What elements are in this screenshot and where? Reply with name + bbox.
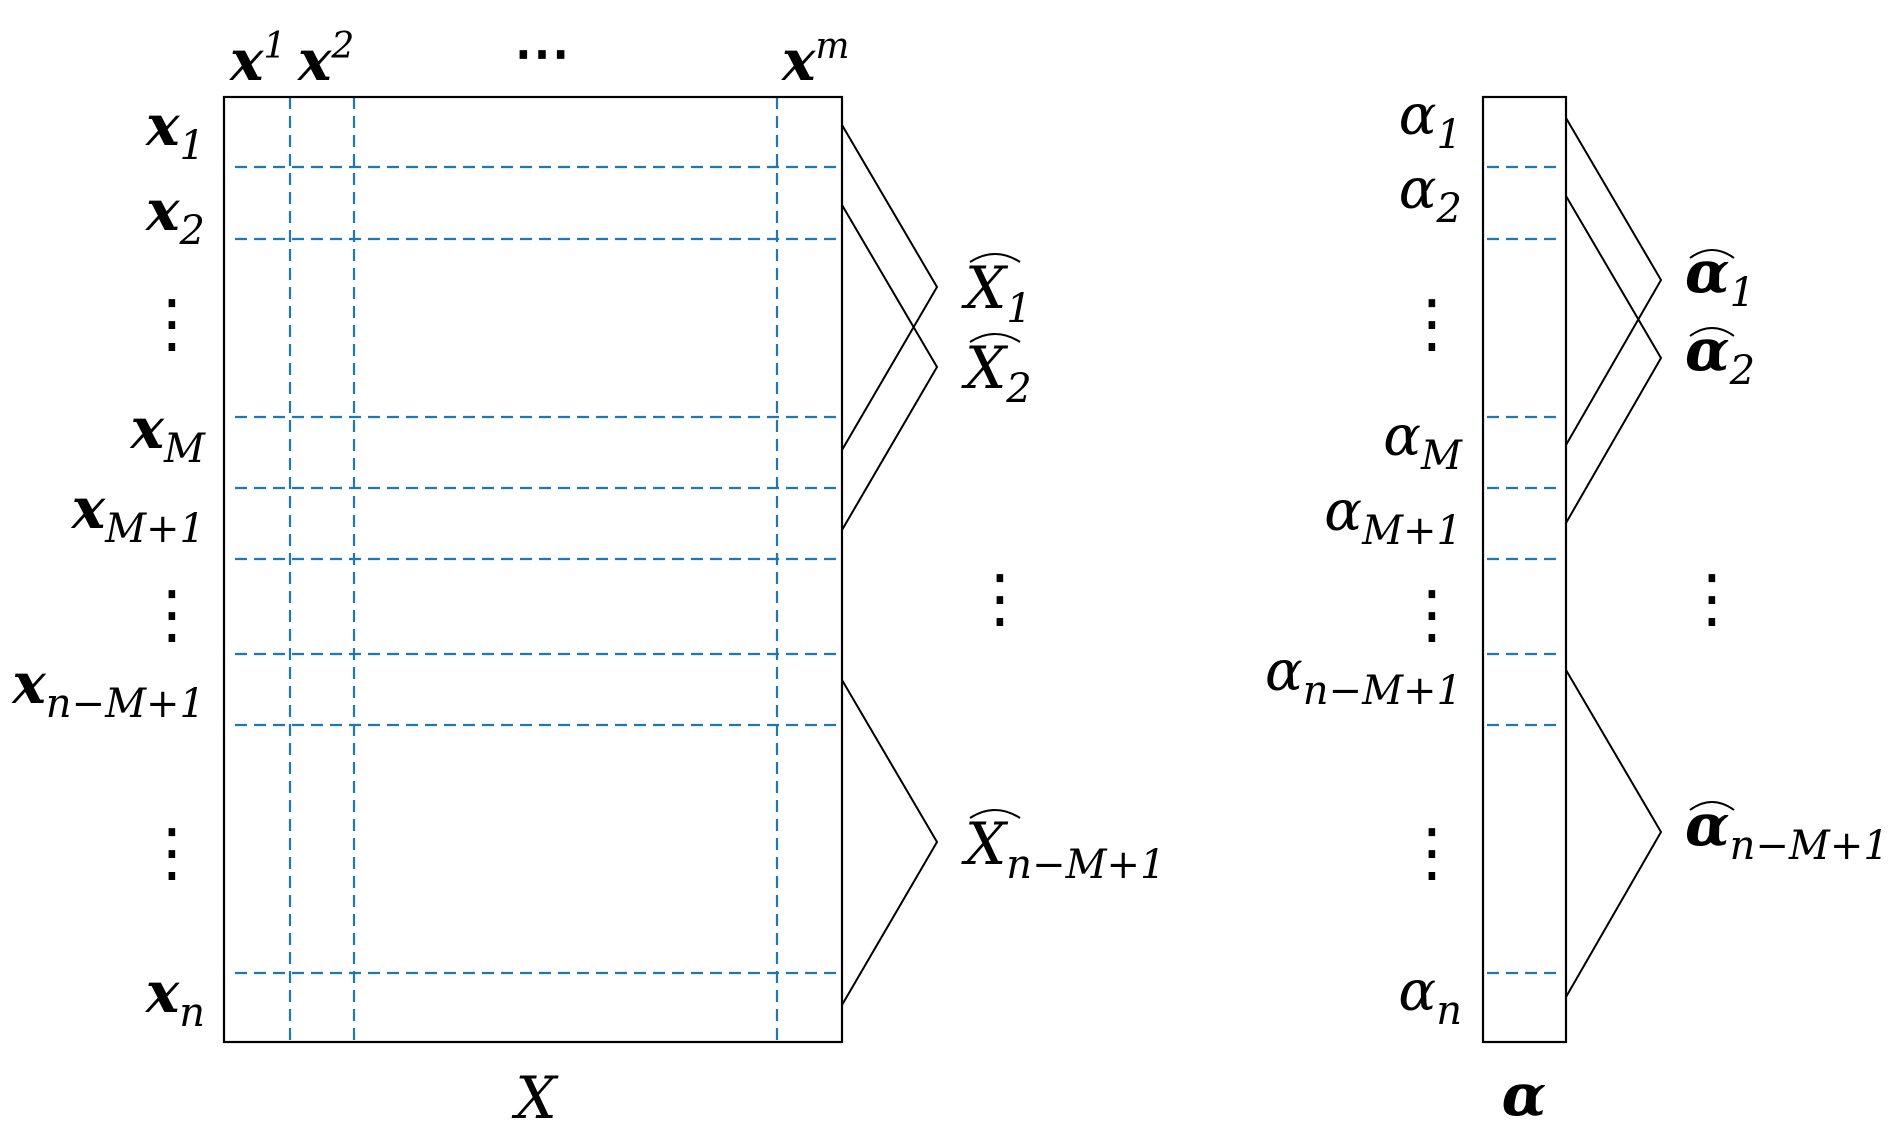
svg-text:X1: X1 — [961, 254, 1032, 332]
matrix-x: x1 x2 ⋯ xm x1 x2 ⋮ xM xM+1 ⋮ xn−M+1 ⋮ xn… — [11, 20, 1165, 1132]
window-label-1: X1 — [961, 253, 1032, 332]
vector-frame — [1481, 95, 1568, 1044]
row-vdots: ⋮ — [140, 287, 204, 361]
window-vdots: ⋮ — [968, 562, 1032, 636]
svg-text:α1: α1 — [1685, 238, 1755, 316]
alpha-label-M: αM — [1383, 404, 1463, 479]
col-label-2: x2 — [297, 26, 354, 94]
hat-arc — [969, 333, 1021, 343]
alpha-label-2: α2 — [1399, 157, 1462, 232]
row-label-n-minus-M-plus-1: xn−M+1 — [11, 651, 205, 727]
col-label-ellipsis: ⋯ — [514, 20, 570, 86]
col-label-m: xm — [781, 26, 850, 94]
hat-arc — [1689, 801, 1735, 811]
row-label-M-plus-1: xM+1 — [71, 476, 205, 552]
alpha-window-label-n-minus-M-plus-1: αn−M+1 — [1685, 791, 1889, 869]
row-vdots: ⋮ — [140, 578, 204, 652]
svg-text:αn−M+1: αn−M+1 — [1685, 791, 1889, 869]
alpha-window-label-2: α2 — [1685, 316, 1755, 394]
alpha-vdots: ⋮ — [1400, 816, 1464, 890]
alpha-label-1: α1 — [1399, 83, 1462, 158]
window-bracket-1 — [841, 124, 939, 451]
row-label-2: x2 — [145, 178, 205, 254]
svg-text:Xn−M+1: Xn−M+1 — [961, 810, 1166, 888]
hat-arc — [1689, 327, 1735, 337]
row-label-M: xM — [130, 396, 206, 472]
row-label-n: xn — [145, 960, 205, 1036]
alpha-label-n: αn — [1398, 959, 1462, 1034]
vector-alpha: α1 α2 ⋮ αM αM+1 ⋮ αn−M+1 ⋮ αn α α1 α2 ⋮ … — [1265, 83, 1889, 1129]
svg-text:X2: X2 — [961, 334, 1032, 412]
alpha-window-bracket-1 — [1565, 117, 1663, 446]
hat-arc — [1689, 249, 1735, 259]
window-label-n-minus-M-plus-1: Xn−M+1 — [961, 809, 1166, 888]
row-vdots: ⋮ — [140, 816, 204, 890]
row-label-1: x1 — [145, 93, 205, 169]
vector-caption: α — [1502, 1061, 1547, 1129]
hat-arc — [969, 253, 1021, 263]
alpha-vdots: ⋮ — [1400, 287, 1464, 361]
alpha-window-bracket-n-minus-M-plus-1 — [1565, 669, 1663, 998]
col-label-1: x1 — [229, 26, 286, 94]
alpha-window-bracket-2 — [1565, 195, 1663, 524]
matrix-frame — [222, 95, 844, 1044]
window-bracket-n-minus-M-plus-1 — [841, 679, 939, 1006]
matrix-caption: X — [511, 1064, 559, 1132]
window-label-2: X2 — [961, 333, 1032, 412]
svg-text:α2: α2 — [1685, 316, 1755, 394]
alpha-label-M-plus-1: αM+1 — [1324, 479, 1462, 554]
hat-arc — [969, 809, 1021, 819]
window-bracket-2 — [841, 204, 939, 531]
alpha-window-label-1: α1 — [1685, 238, 1755, 316]
alpha-label-n-minus-M-plus-1: αn−M+1 — [1265, 639, 1462, 714]
alpha-vdots: ⋮ — [1400, 578, 1464, 652]
alpha-window-vdots: ⋮ — [1680, 562, 1744, 636]
